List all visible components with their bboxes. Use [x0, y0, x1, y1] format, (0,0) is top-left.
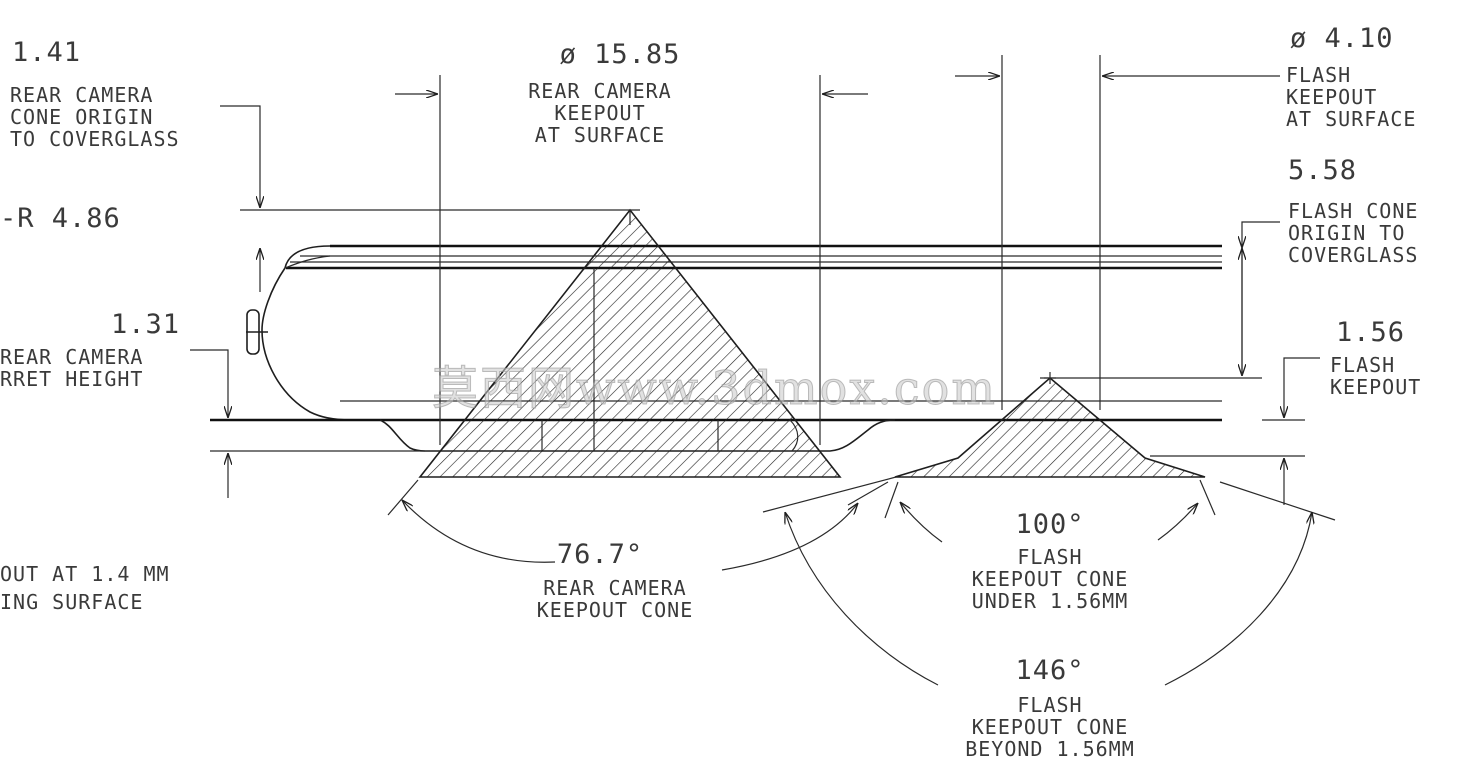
turret-height-value: 1.31 [110, 309, 180, 340]
flash-cone-beyond-text: FLASH KEEPOUT CONE BEYOND 1.56MM [925, 694, 1175, 760]
angle-dimensions [387, 476, 1336, 686]
flash-surface-line-2: KEEPOUT [1286, 85, 1378, 109]
watermark: 莫西网www.3dmox.com [432, 361, 997, 416]
rear-cone-origin-line-3: TO COVERGLASS [10, 127, 180, 151]
flash-cone-beyond-value: 146° [1015, 655, 1085, 686]
rear-camera-keepout-cone [240, 208, 842, 478]
flash-cone-under-line-1: FLASH [1017, 545, 1083, 569]
flash-cone-origin-value: 5.58 [1288, 155, 1358, 186]
rear-cone-origin-value: 1.41 [12, 37, 82, 68]
flash-cone-beyond-line-3: BEYOND 1.56MM [965, 737, 1135, 761]
turret-height-line-2: RRET HEIGHT [0, 367, 144, 391]
rear-cone-origin-text: REAR CAMERA CONE ORIGIN TO COVERGLASS [10, 84, 180, 150]
flash-cone-origin-line-1: FLASH CONE [1288, 199, 1419, 223]
dimension-arrows [190, 76, 1320, 505]
flash-cone-origin-text: FLASH CONE ORIGIN TO COVERGLASS [1288, 200, 1418, 266]
rear-cone-angle-line-1: REAR CAMERA [543, 576, 687, 600]
flash-keepout-cone [894, 372, 1262, 478]
rear-keepout-surface-text: REAR CAMERA KEEPOUT AT SURFACE [480, 80, 720, 146]
flash-cone-origin-line-3: COVERGLASS [1288, 243, 1419, 267]
flash-surface-line-1: FLASH [1286, 63, 1352, 87]
rear-cone-origin-line-1: REAR CAMERA [10, 83, 154, 107]
flash-surface-text: FLASH KEEPOUT AT SURFACE [1286, 64, 1416, 130]
rear-cone-angle-text: REAR CAMERA KEEPOUT CONE [500, 577, 730, 621]
rear-keepout-surface-line-2: KEEPOUT [554, 101, 646, 125]
rear-cone-angle-value: 76.7° [556, 539, 644, 570]
rear-keepout-surface-line-3: AT SURFACE [534, 123, 666, 147]
flash-cone-under-line-2: KEEPOUT CONE [971, 567, 1129, 591]
flash-cone-beyond-line-2: KEEPOUT CONE [971, 715, 1129, 739]
flash-keepout-value: 1.56 [1336, 317, 1406, 348]
flash-cone-under-line-3: UNDER 1.56MM [971, 589, 1129, 613]
flash-keepout-line-1: FLASH [1330, 353, 1396, 377]
keepout-partial-line-1: OUT AT 1.4 MM [0, 562, 170, 586]
extension-lines [439, 55, 1101, 445]
turret-height-text: REAR CAMERA RRET HEIGHT [0, 346, 143, 390]
rear-cone-angle-line-2: KEEPOUT CONE [536, 598, 694, 622]
keepout-partial-text: OUT AT 1.4 MM ING SURFACE [0, 560, 170, 616]
flash-cone-origin-line-2: ORIGIN TO [1288, 221, 1406, 245]
flash-cone-under-value: 100° [1015, 509, 1085, 540]
flash-surface-value: ø 4.10 [1290, 23, 1394, 54]
keepout-partial-line-2: ING SURFACE [0, 590, 144, 614]
radius-value: -R 4.86 [0, 203, 121, 234]
flash-cone-under-text: FLASH KEEPOUT CONE UNDER 1.56MM [930, 546, 1170, 612]
flash-keepout-line-2: KEEPOUT [1330, 375, 1422, 399]
flash-keepout-text: FLASH KEEPOUT [1330, 354, 1421, 398]
turret-height-line-1: REAR CAMERA [0, 345, 144, 369]
rear-keepout-surface-line-1: REAR CAMERA [528, 79, 672, 103]
rear-keepout-surface-value: ø 15.85 [559, 39, 681, 70]
rear-cone-origin-line-2: CONE ORIGIN [10, 105, 154, 129]
flash-surface-line-3: AT SURFACE [1286, 107, 1417, 131]
flash-cone-beyond-line-1: FLASH [1017, 693, 1083, 717]
